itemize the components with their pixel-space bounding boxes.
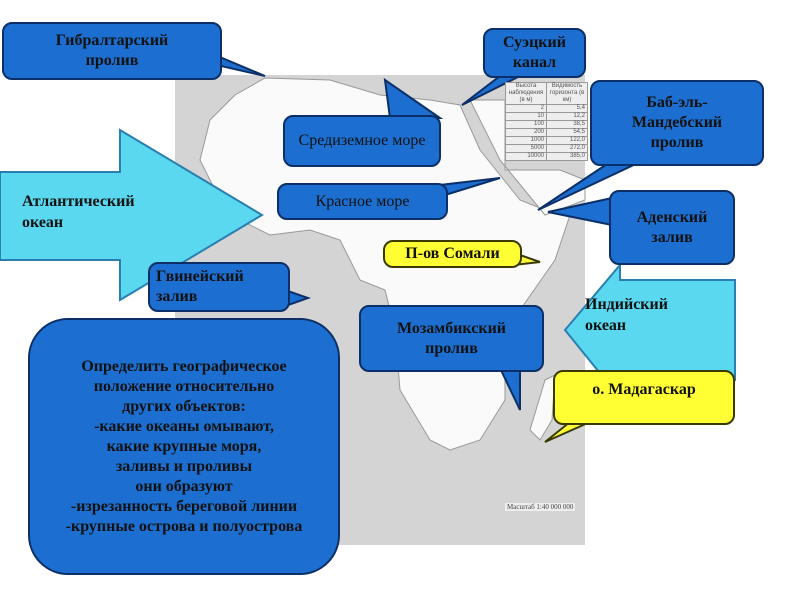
task-line: -изрезанность береговой линии xyxy=(70,497,298,515)
task-line: -крупные острова и полуострова xyxy=(65,517,303,535)
aden-label: Аденский залив xyxy=(609,190,735,265)
task-line: заливы и проливы xyxy=(115,457,253,475)
task-line: -какие океаны омывают, xyxy=(94,417,274,435)
atlantic-arrow xyxy=(0,128,264,302)
task-line: какие крупные моря, xyxy=(106,437,262,455)
horizon-table: Высота наблюдения (в м)Видимость горизон… xyxy=(505,82,588,161)
task-line: положение относительно xyxy=(93,377,275,395)
indian-label: Индийский океан xyxy=(585,296,668,334)
madagascar-island xyxy=(529,374,556,441)
task-line: Определить географическое xyxy=(81,357,287,375)
task-box: Определить географическое положение отно… xyxy=(28,318,340,575)
red-sea-label: Красное море xyxy=(277,183,448,220)
atlantic-label: Атлантический океан xyxy=(22,193,135,231)
somali-label: П-ов Сомали xyxy=(383,240,522,268)
madagascar-label: о. Мадагаскар xyxy=(553,370,735,425)
task-line: они образуют xyxy=(135,477,233,495)
mediterranean-pointer xyxy=(383,77,444,119)
bab-el-mandeb-label: Баб-эль-Мандебский пролив xyxy=(590,80,764,166)
task-line: других объектов: xyxy=(122,397,246,415)
guinea-label: Гвинейский залив xyxy=(148,262,290,312)
madagascar-pointer xyxy=(544,421,591,443)
mediterranean-label: Средиземное море xyxy=(283,115,441,167)
gibraltar-label: Гибралтарский пролив xyxy=(2,22,222,80)
suez-label: Суэцкий канал xyxy=(483,28,586,78)
mozambique-label: Мозамбикский пролив xyxy=(359,305,544,372)
map-scale: Масштаб 1:40 000 000 xyxy=(505,503,576,511)
